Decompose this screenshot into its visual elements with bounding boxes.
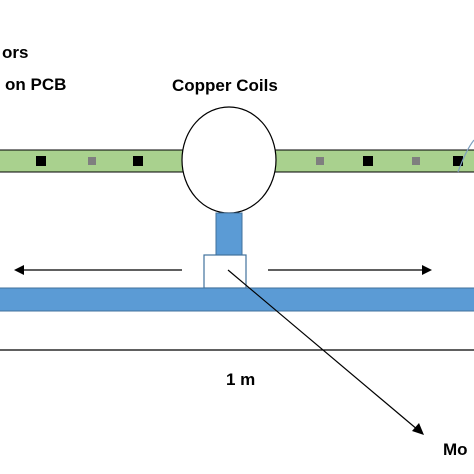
sensors-label-line1: ors bbox=[2, 43, 28, 62]
sensor-5 bbox=[363, 156, 373, 166]
sensor-7 bbox=[453, 156, 463, 166]
rail bbox=[0, 287, 474, 312]
sensor-1 bbox=[36, 156, 46, 166]
distance-label: 1 m bbox=[226, 370, 255, 389]
sensor-2 bbox=[88, 157, 96, 165]
sensors-label-line2: on PCB bbox=[5, 75, 66, 94]
sensor-4 bbox=[316, 157, 324, 165]
sensor-group bbox=[36, 156, 463, 166]
copper-coil bbox=[181, 106, 277, 214]
left-direction-arrow bbox=[14, 265, 182, 275]
copper-coils-label: Copper Coils bbox=[172, 76, 278, 95]
right-direction-arrow bbox=[268, 265, 432, 275]
coil-stem bbox=[215, 212, 243, 256]
motor-label: Mo bbox=[443, 440, 468, 459]
carriage-block bbox=[203, 254, 247, 289]
sensor-6 bbox=[412, 157, 420, 165]
pcb-edge-lead bbox=[457, 139, 474, 173]
sensor-3 bbox=[133, 156, 143, 166]
motor-leader-arrow bbox=[227, 269, 424, 435]
